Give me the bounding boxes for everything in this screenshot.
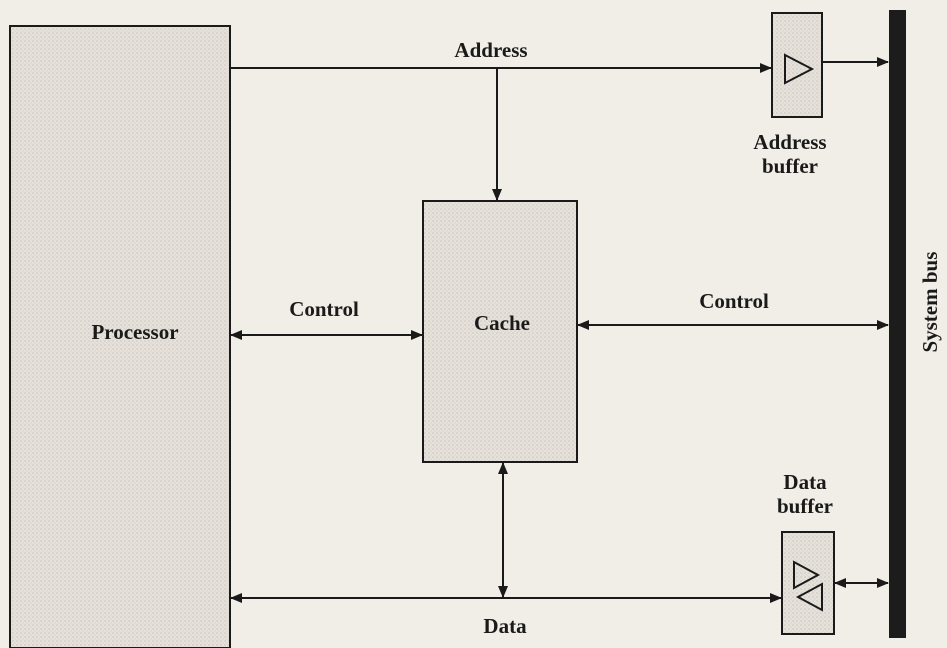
control-left-label: Control: [289, 297, 359, 321]
data-buffer-block: [781, 531, 835, 635]
control-right-label: Control: [699, 289, 769, 313]
data-buffer-left-triangle-icon: [795, 582, 823, 612]
processor-block: [9, 25, 231, 648]
data-buffer-label-line-1: Data: [783, 470, 827, 494]
address-buffer-label: Address buffer: [735, 130, 845, 178]
data-buffer-right-triangle-icon: [793, 560, 821, 590]
address-buffer-label-line-1: Address: [753, 130, 827, 154]
system-bus-label: System bus: [917, 251, 942, 353]
address-buffer-triangle-icon: [784, 53, 815, 85]
address-buffer-block: [771, 12, 823, 118]
address-buffer-label-line-2: buffer: [762, 154, 818, 179]
system-bus-bar: [889, 10, 906, 638]
data-buffer-label-line-2: buffer: [777, 494, 833, 519]
address-label: Address: [454, 38, 528, 62]
data-buffer-label: Data buffer: [760, 470, 850, 518]
cache-block: [422, 200, 578, 463]
processor-label: Processor: [91, 320, 179, 344]
data-label: Data: [483, 614, 527, 638]
cache-label: Cache: [474, 311, 530, 335]
